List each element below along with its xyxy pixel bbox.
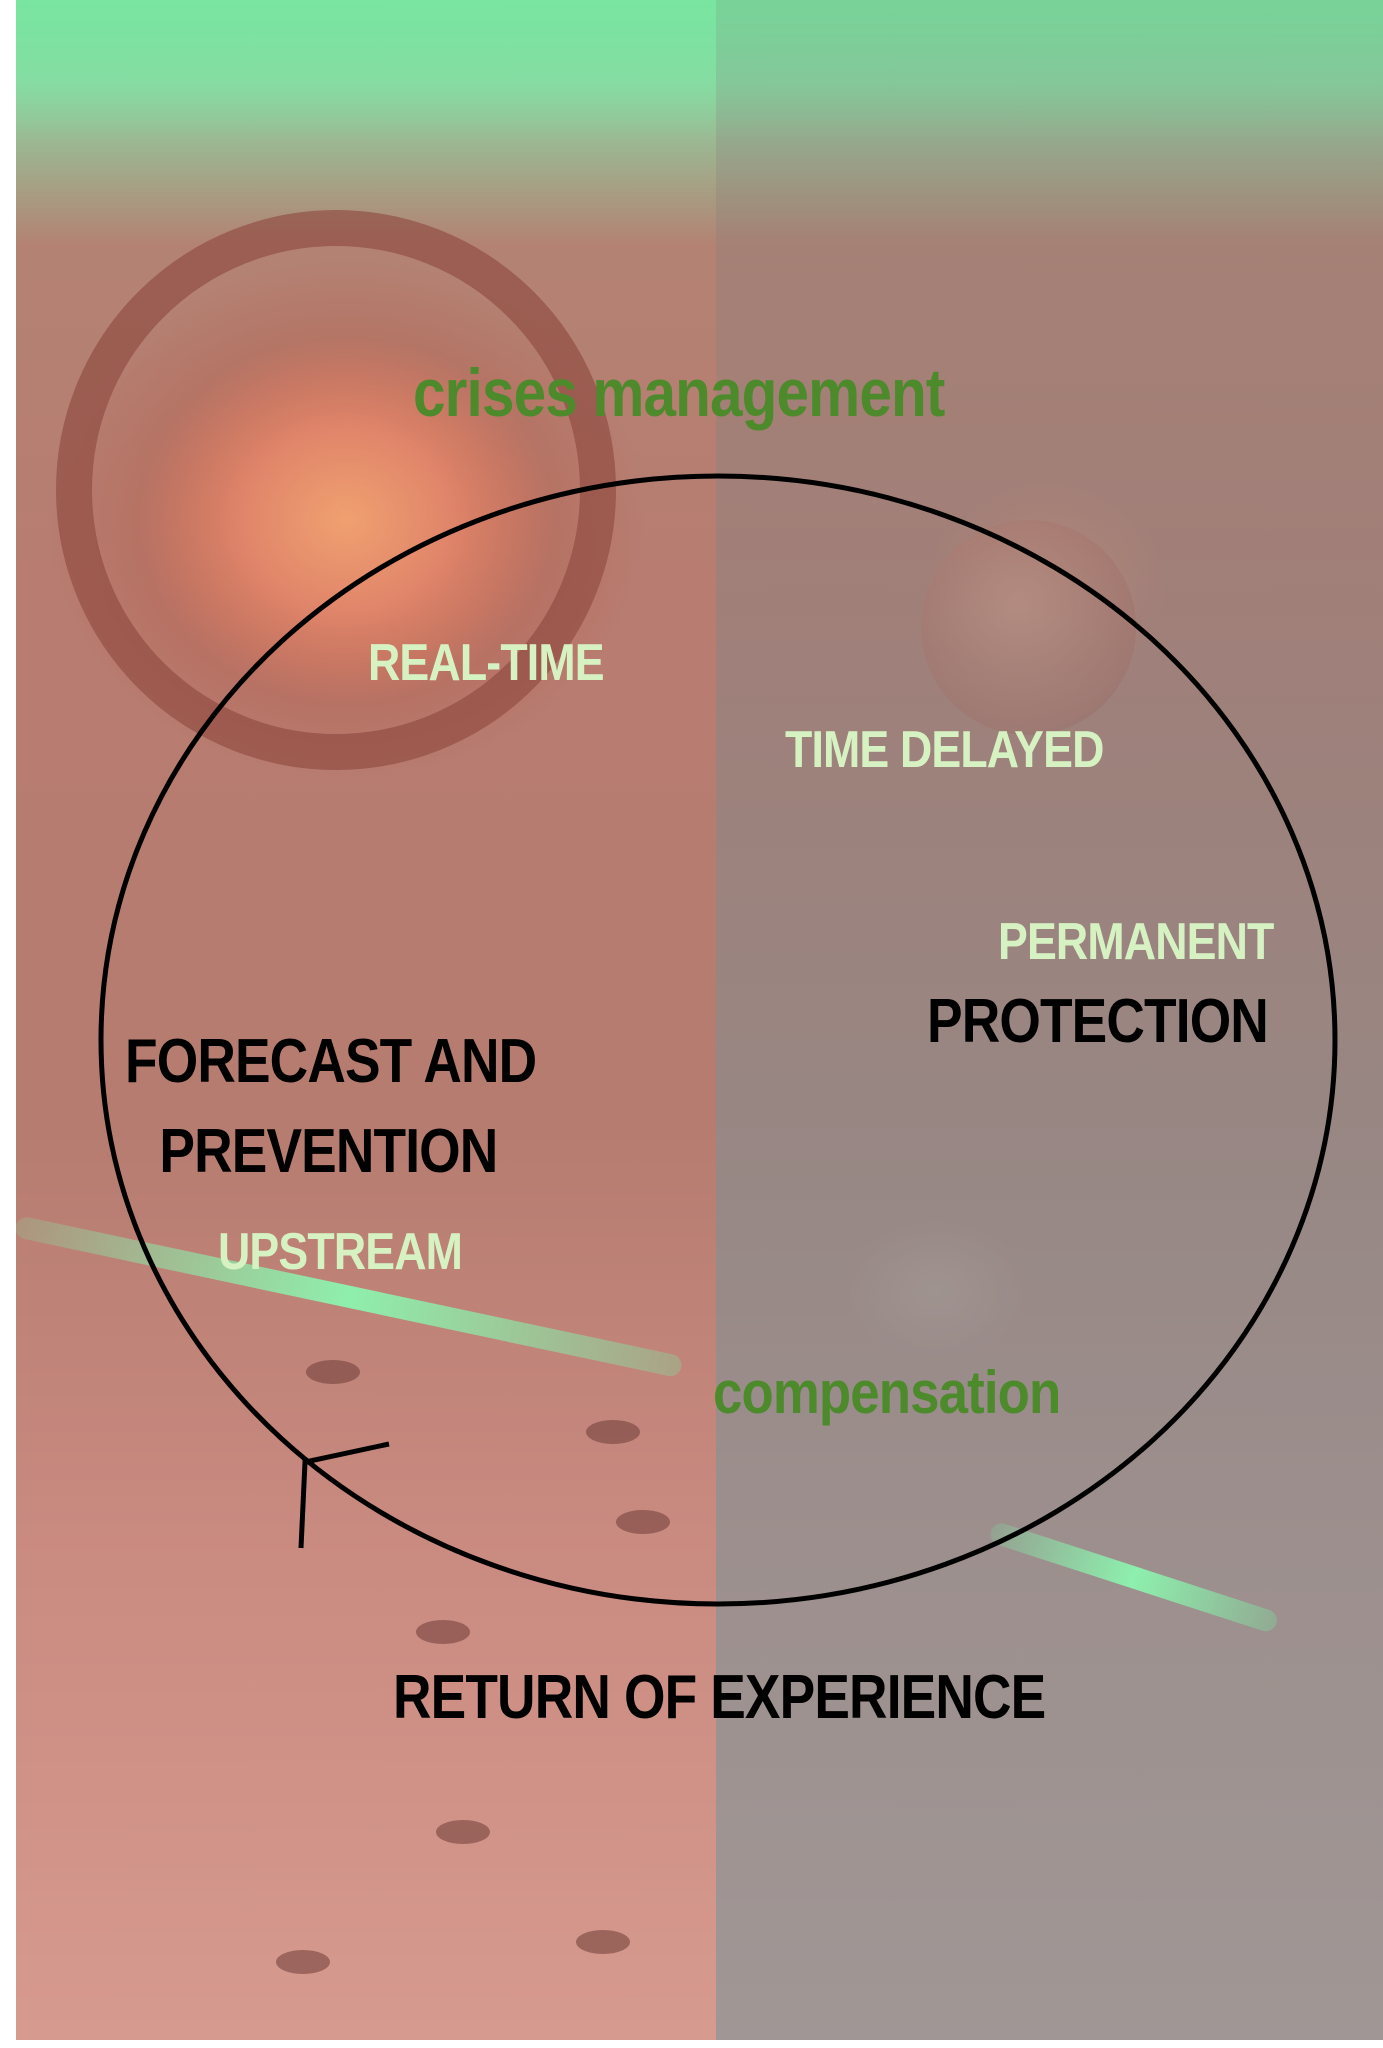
time-delayed-label: TIME DELAYED (785, 721, 1104, 779)
table-hole (416, 1620, 470, 1644)
table-hole (576, 1930, 630, 1954)
compensation-label: compensation (713, 1359, 1061, 1426)
crises-management-label: crises management (413, 355, 945, 431)
permanent-label: PERMANENT (998, 913, 1274, 971)
cycle-ellipse (98, 473, 1338, 1607)
table-hole (436, 1820, 490, 1844)
upstream-label: UPSTREAM (218, 1223, 463, 1281)
table-hole (616, 1510, 670, 1534)
protection-label: PROTECTION (927, 987, 1269, 1056)
table-hole (306, 1360, 360, 1384)
prevention-line: PREVENTION (159, 1117, 498, 1186)
dark-overlay (716, 0, 1383, 2040)
table-hole (276, 1950, 330, 1974)
background-photo (16, 0, 1383, 2040)
forecast-line: FORECAST AND (125, 1027, 537, 1096)
table-hole (586, 1420, 640, 1444)
real-time-label: REAL-TIME (368, 634, 605, 692)
return-of-experience-label: RETURN OF EXPERIENCE (393, 1663, 1046, 1732)
cycle-arrowhead (298, 1441, 390, 1549)
forecast-prevention-label: FORECAST AND PREVENTION (125, 1017, 537, 1197)
